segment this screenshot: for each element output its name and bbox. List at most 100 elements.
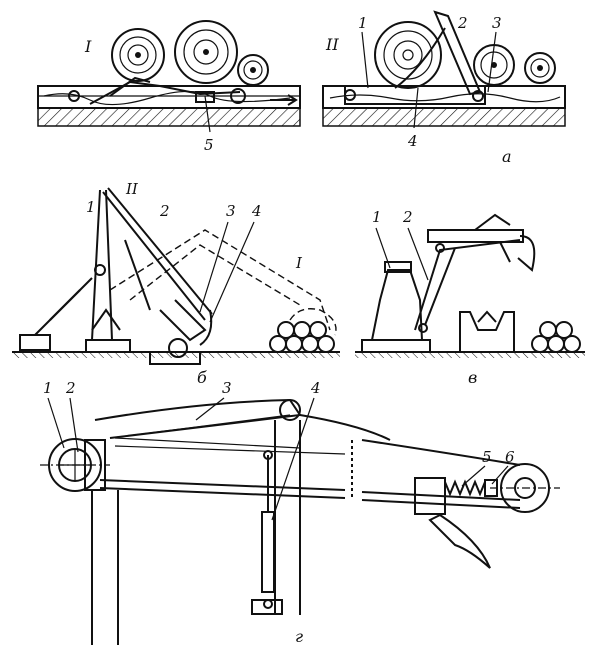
cylinder-rod	[49, 289, 81, 321]
boom-position-1	[109, 229, 331, 331]
leader-5	[461, 465, 486, 487]
panel-letter-b: б	[197, 368, 207, 387]
variant-label-2: II	[325, 35, 339, 54]
position-label-2: II	[125, 180, 139, 198]
log-stack	[531, 321, 581, 353]
track-beam-left	[99, 479, 346, 499]
variant-label-1: I	[84, 37, 92, 56]
base-hatched	[37, 107, 301, 127]
label-6: 6	[505, 448, 515, 466]
frame-base	[85, 339, 131, 353]
leader-3	[487, 31, 497, 93]
label-2: 2	[65, 379, 76, 397]
panel-b: II I 1 2 3 4 б	[12, 180, 340, 387]
panel-g: 1 2 3 4 5 6 г	[40, 379, 560, 646]
log-in-pit	[168, 338, 188, 358]
panel-letter-v: в	[468, 368, 477, 387]
log-stack	[269, 321, 335, 353]
logs-variant-1	[111, 20, 269, 86]
cylinder-top	[474, 213, 511, 231]
panel-a-variant-1: I 5	[37, 20, 301, 154]
label-2: 2	[402, 208, 413, 226]
gripper-position-1	[289, 308, 337, 336]
leader-2	[407, 227, 429, 281]
panel-letter-g: г	[295, 627, 303, 646]
bearing-block	[84, 439, 106, 491]
track-beam-right	[361, 439, 521, 509]
label-1: 1	[372, 208, 382, 226]
leader-6	[491, 465, 509, 485]
clamp-block	[195, 91, 215, 103]
boom-arm-2	[102, 187, 213, 321]
label-5: 5	[204, 136, 214, 154]
arrow-direction	[270, 94, 298, 106]
column-1	[371, 269, 423, 341]
panel-v: 1 2 в	[355, 208, 585, 387]
label-4: 4	[251, 202, 262, 220]
ground-hatch	[12, 352, 340, 358]
boom-position-1-inner	[129, 244, 301, 306]
pivot-upper	[435, 243, 445, 253]
pivot-left	[344, 89, 356, 101]
curved-lever-4	[394, 27, 446, 89]
label-1: 1	[43, 379, 53, 397]
roller-left	[68, 90, 80, 102]
panel-a-variant-2: II 1 2 3 4 а	[322, 10, 566, 166]
cylinder-base	[19, 334, 51, 351]
top-pulley	[279, 399, 301, 421]
pit	[149, 352, 201, 365]
leader-3	[195, 397, 225, 421]
track-lines	[114, 437, 346, 455]
label-4: 4	[310, 379, 321, 397]
frame-post-1	[91, 189, 113, 341]
cylinder-4	[261, 511, 275, 593]
gripper-claw	[517, 235, 536, 272]
leader-3	[199, 221, 229, 313]
spring-5	[444, 479, 486, 497]
pivot-right	[472, 90, 484, 102]
label-2: 2	[457, 14, 468, 32]
frame-brace	[91, 308, 121, 331]
logs-variant-2	[374, 21, 556, 89]
label-3: 3	[226, 202, 236, 220]
clamp-jaw	[477, 310, 497, 323]
leader-1	[47, 397, 65, 449]
panel-letter-a: а	[502, 147, 512, 166]
left-leg	[91, 490, 119, 645]
leader-5	[204, 95, 211, 133]
column-base	[361, 339, 431, 352]
kicker-arm-2	[433, 10, 482, 96]
leader-4	[209, 221, 255, 323]
label-4: 4	[407, 132, 418, 150]
tensioner-block-5	[414, 477, 446, 515]
pivot	[94, 264, 106, 276]
leader-2	[69, 397, 79, 453]
clamp-vise	[459, 311, 515, 352]
conveyor-trough	[37, 85, 301, 109]
leader-4	[271, 397, 315, 521]
position-label-1: I	[295, 254, 303, 272]
hook-tooth	[428, 513, 491, 569]
chain	[43, 90, 291, 106]
label-2: 2	[159, 202, 170, 220]
gripper-jaw-4	[199, 309, 213, 346]
arm-upper	[427, 229, 524, 243]
gripper-jaw-3	[159, 299, 207, 342]
arm-lower	[414, 239, 521, 331]
gripper-finger	[499, 241, 511, 263]
arm-strut	[424, 247, 456, 326]
boom-cylinder	[124, 239, 151, 311]
leader-1	[361, 31, 369, 89]
chain	[329, 93, 561, 103]
column-cap	[384, 261, 412, 273]
nut-6	[484, 479, 498, 497]
ground-hatch	[355, 352, 585, 358]
label-1: 1	[358, 14, 368, 32]
label-3: 3	[222, 379, 232, 397]
frame-continuation	[299, 414, 391, 441]
label-3: 3	[492, 14, 502, 32]
leader-4	[413, 87, 419, 129]
leader-1	[375, 227, 391, 269]
base-hatched	[322, 107, 566, 127]
